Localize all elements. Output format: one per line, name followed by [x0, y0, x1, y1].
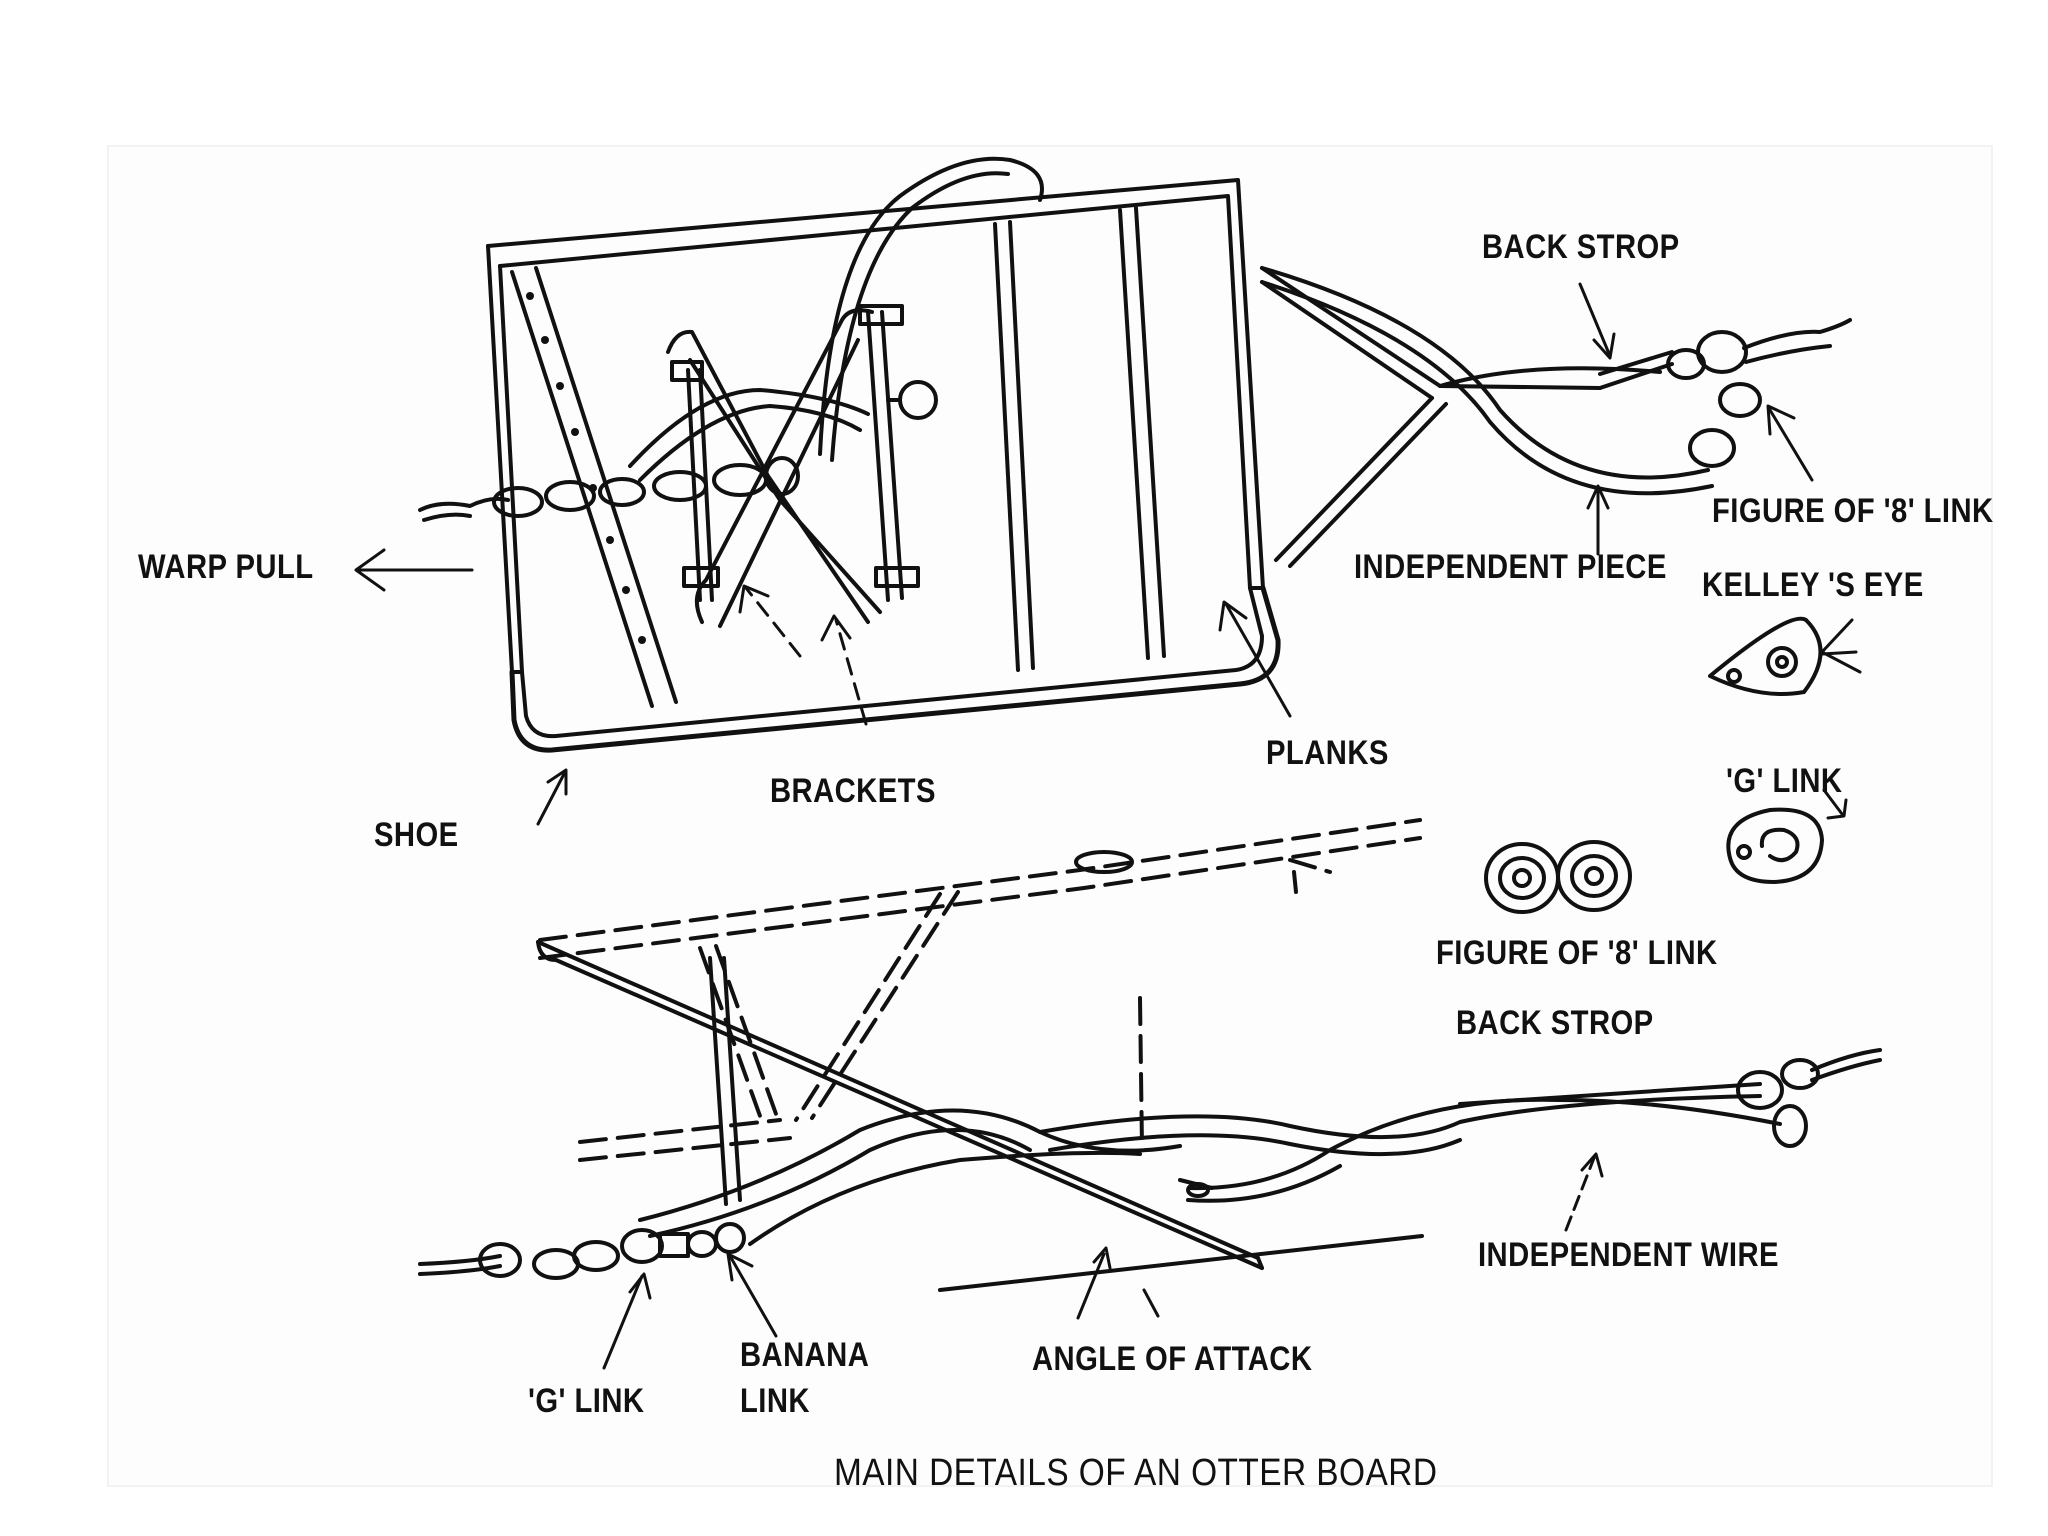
independent-wire-drawing — [638, 1082, 1782, 1246]
label-angle-of-attack: ANGLE OF ATTACK — [1032, 1340, 1313, 1378]
planks-drawing — [993, 206, 1166, 672]
brackets-drawing — [666, 304, 938, 628]
bottom-chain — [418, 1222, 746, 1280]
label-figure8-link-mid: FIGURE OF '8' LINK — [1436, 934, 1718, 972]
label-banana-link-line1: BANANA — [740, 1336, 870, 1374]
label-independent-piece: INDEPENDENT PIECE — [1354, 548, 1667, 586]
g-link-right-drawing — [1726, 807, 1824, 884]
label-warp-pull: WARP PULL — [138, 548, 314, 586]
rivets — [526, 292, 646, 644]
front-chain — [418, 456, 800, 522]
label-figure8-link-top: FIGURE OF '8' LINK — [1712, 492, 1994, 530]
back-strop-legs — [1260, 266, 1714, 568]
label-independent-wire: INDEPENDENT WIRE — [1478, 1236, 1779, 1274]
label-g-link-bottom: 'G' LINK — [528, 1382, 645, 1420]
label-g-link-right: 'G' LINK — [1726, 762, 1843, 800]
shoe — [509, 585, 1281, 753]
figure8-mid-drawing — [1484, 840, 1632, 914]
diagram-caption: MAIN DETAILS OF AN OTTER BOARD — [834, 1452, 1438, 1494]
arrows — [354, 282, 1862, 1370]
label-back-strop-top: BACK STROP — [1482, 228, 1680, 266]
label-banana-link-line2: LINK — [740, 1382, 810, 1420]
label-back-strop-bottom: BACK STROP — [1456, 1004, 1654, 1042]
label-brackets: BRACKETS — [770, 772, 936, 810]
bottom-right-links — [1736, 1048, 1882, 1148]
warp-loop — [628, 156, 1044, 482]
label-shoe: SHOE — [374, 816, 459, 854]
kelleys-eye-drawing — [1708, 616, 1823, 696]
figure8-top — [1666, 318, 1852, 468]
label-planks: PLANKS — [1266, 734, 1389, 772]
label-kelleys-eye: KELLEY 'S EYE — [1702, 566, 1924, 604]
otter-board-frame — [486, 178, 1281, 753]
ground-line — [938, 1234, 1424, 1292]
